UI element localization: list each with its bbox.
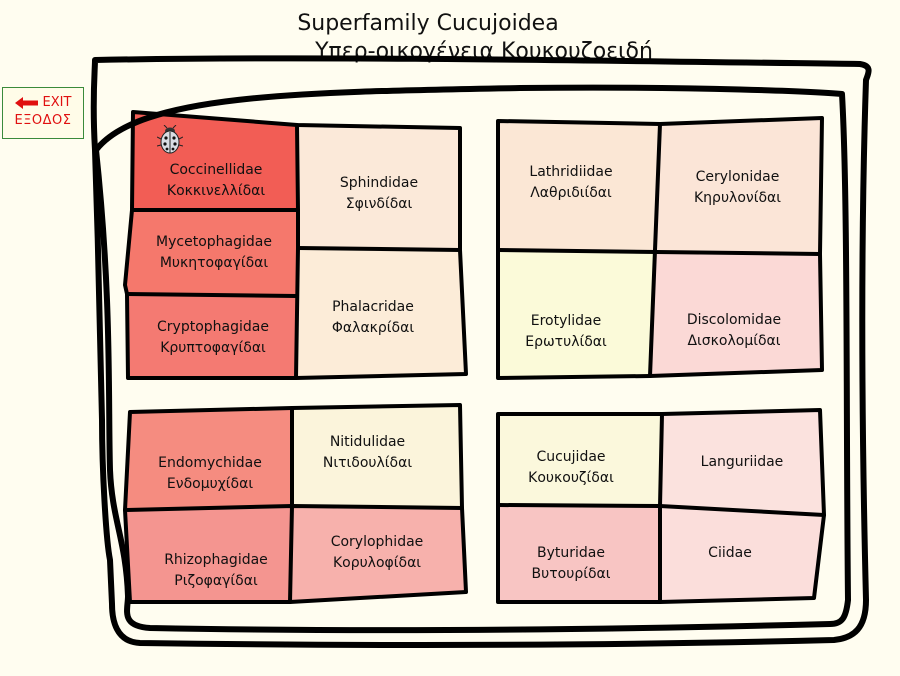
room-fill-byturidae — [498, 505, 660, 602]
room-name-gr: Κορυλοφίδαι — [332, 555, 422, 571]
room-name-en: Nitidulidae — [329, 434, 406, 450]
page-title: Superfamily Cucujoidea — [297, 11, 559, 36]
room-name-gr: Λαθριδιίδαι — [530, 185, 612, 201]
room-fill-corylophidae — [290, 506, 466, 602]
room-fill-rhizophagidae — [125, 506, 292, 602]
room-name-en: Rhizophagidae — [164, 552, 268, 568]
room-fill-cerylonidae — [655, 118, 822, 254]
room-name-gr: Δισκολομίδαι — [687, 333, 781, 349]
ladybug-icon — [156, 124, 184, 162]
room-languriidae[interactable]: Languriidae — [662, 416, 822, 512]
room-name-gr: Σφινδίδαι — [345, 196, 413, 212]
room-name-gr: Κοκκινελλίδαι — [166, 183, 266, 199]
room-fill-mycetophagidae — [125, 210, 298, 296]
room-cucujidae[interactable]: Cucujidae Κουκουζίδαι — [490, 416, 652, 506]
room-name-gr: Νιτιδουλίδαι — [322, 455, 413, 471]
outer-wall — [90, 55, 872, 648]
room-fill-nitidulidae — [292, 405, 462, 508]
room-name-gr: Μυκητοφαγίδαι — [159, 255, 269, 271]
room-name-gr: Βυτουρίδαι — [531, 566, 611, 582]
room-ciidae[interactable]: Ciidae — [650, 515, 810, 599]
wall-segment — [296, 246, 462, 252]
room-name-en: Sphindidae — [339, 175, 419, 191]
room-fill-lathridiidae — [498, 121, 660, 250]
room-name-en: Endomychidae — [158, 455, 262, 471]
wall-segment — [496, 248, 822, 256]
room-name-en: Erotylidae — [530, 313, 602, 329]
room-name-en: Coccinellidae — [169, 162, 263, 178]
room-phalacridae[interactable]: Phalacridae Φαλακρίδαι — [290, 252, 456, 374]
room-fill-cryptophagidae — [127, 294, 296, 378]
room-name-en: Phalacridae — [332, 299, 414, 315]
room-mycetophagidae[interactable]: Mycetophagidae Μυκητοφαγίδαι — [130, 212, 298, 294]
room-name-gr: Κουκουζίδαι — [528, 470, 614, 486]
room-name-gr: Ενδομυχίδαι — [166, 476, 254, 492]
wall-lines — [90, 55, 872, 648]
wall-segment — [125, 292, 298, 298]
room-fill-ciidae — [660, 506, 824, 602]
room-fill-phalacridae — [296, 248, 466, 378]
room-fill-languriidae — [660, 410, 824, 515]
room-sphindidae[interactable]: Sphindidae Σφινδίδαι — [298, 140, 460, 248]
room-discolomidae[interactable]: Discolomidae Δισκολομίδαι — [650, 256, 818, 372]
room-fill-erotylidae — [498, 250, 655, 378]
room-fill-discolomidae — [650, 250, 822, 376]
room-cerylonidae[interactable]: Cerylonidae Κηρυλονίδαι — [655, 126, 820, 250]
block-top-right — [496, 116, 824, 380]
room-corylophidae[interactable]: Corylophidae Κορυλοφίδαι — [292, 510, 462, 596]
room-cryptophagidae[interactable]: Cryptophagidae Κρυπτοφαγίδαι — [130, 298, 296, 378]
block-bottom-right — [496, 408, 826, 604]
room-fill-endomychidae — [125, 408, 292, 510]
room-name-en: Cerylonidae — [695, 169, 780, 185]
room-name-en: Lathridiidae — [529, 164, 613, 180]
room-name-en: Discolomidae — [686, 312, 782, 328]
inner-wall — [93, 84, 851, 634]
room-name-en: Mycetophagidae — [156, 234, 272, 250]
room-name-gr: Φαλακρίδαι — [331, 320, 415, 336]
room-name-gr: Ερωτυλίδαι — [525, 334, 607, 350]
room-name-gr: Κρυπτοφαγίδαι — [160, 340, 266, 356]
room-lathridiidae[interactable]: Lathridiidae Λαθριδιίδαι — [490, 128, 652, 248]
room-coccinellidae[interactable]: Coccinellidae Κοκκινελλίδαι — [135, 124, 297, 209]
room-erotylidae[interactable]: Erotylidae Ερωτυλίδαι — [485, 252, 647, 374]
arrow-left-icon — [14, 96, 38, 109]
block-bottom-left — [123, 403, 468, 604]
room-name-en: Cucujidae — [536, 449, 606, 465]
wall-segment — [496, 503, 826, 517]
room-fill-cucujidae — [498, 414, 662, 506]
room-name-en: Cryptophagidae — [157, 319, 269, 335]
room-name-en: Ciidae — [708, 544, 752, 561]
room-rhizophagidae[interactable]: Rhizophagidae Ριζοφαγίδαι — [135, 510, 297, 602]
exit-label-greek: ΕΞΟΔΟΣ — [14, 113, 72, 128]
room-byturidae[interactable]: Byturidae Βυτουρίδαι — [490, 508, 652, 602]
wall-segment — [123, 504, 464, 512]
wall-segment — [294, 123, 300, 380]
room-name-en: Languriidae — [700, 453, 784, 470]
room-fill-sphindidae — [297, 125, 460, 250]
room-name-gr: Ριζοφαγίδαι — [174, 573, 258, 589]
room-name-en: Corylophidae — [330, 534, 424, 550]
room-name-gr: Κηρυλονίδαι — [694, 190, 781, 206]
room-nitidulidae[interactable]: Nitidulidae Νιτιδουλίδαι — [280, 410, 455, 506]
exit-label: EXIT — [42, 95, 72, 110]
room-name-en: Byturidae — [537, 545, 605, 561]
room-endomychidae[interactable]: Endomychidae Ενδομυχίδαι — [128, 412, 292, 506]
exit-button[interactable]: EXIT ΕΞΟΔΟΣ — [2, 87, 84, 139]
